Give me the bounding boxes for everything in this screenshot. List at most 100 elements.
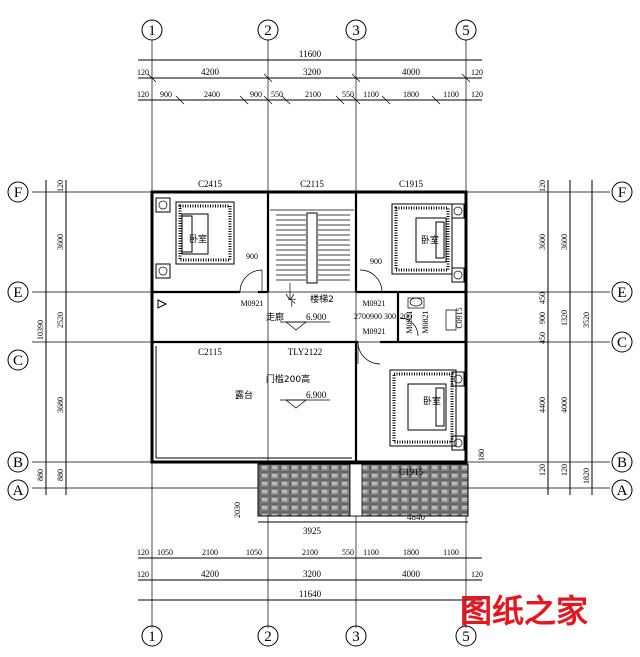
bottom-stone-area — [257, 463, 469, 517]
svg-text:4400: 4400 — [538, 397, 547, 413]
svg-text:550: 550 — [271, 90, 283, 99]
svg-text:1200: 1200 — [396, 312, 412, 321]
svg-text:3680: 3680 — [56, 397, 65, 413]
svg-text:走廊: 走廊 — [266, 311, 284, 323]
svg-text:E: E — [13, 285, 22, 301]
svg-text:450: 450 — [538, 332, 547, 344]
svg-text:3200: 3200 — [303, 569, 322, 579]
svg-text:6.900: 6.900 — [306, 312, 327, 322]
svg-text:5: 5 — [462, 629, 470, 645]
svg-text:卧室: 卧室 — [423, 395, 441, 407]
svg-text:B: B — [617, 455, 627, 471]
svg-text:C: C — [13, 353, 23, 369]
svg-text:120: 120 — [56, 180, 65, 192]
svg-text:M0921: M0921 — [405, 310, 414, 333]
svg-text:550: 550 — [342, 548, 354, 557]
axis-grid — [32, 40, 610, 628]
svg-text:900: 900 — [370, 257, 382, 266]
axis-bubble-top-5: 5 — [455, 19, 477, 41]
svg-text:2520: 2520 — [56, 312, 65, 328]
svg-text:120: 120 — [471, 570, 483, 579]
svg-text:11640: 11640 — [299, 589, 322, 599]
svg-text:880: 880 — [36, 469, 45, 481]
dim-right: 120 3600 450 900 450 4400 120 3600 1320 … — [538, 180, 593, 495]
svg-text:M0821: M0821 — [421, 310, 430, 333]
axis-bubble-right-F: F — [611, 181, 633, 203]
svg-text:4200: 4200 — [201, 569, 220, 579]
svg-text:2100: 2100 — [305, 90, 321, 99]
svg-text:2700: 2700 — [354, 312, 370, 321]
svg-text:B: B — [13, 455, 23, 471]
dim-top: 11600 120 4200 3200 4000 120 120 900 240… — [137, 49, 483, 105]
watermark-text: 图纸之家 — [460, 592, 588, 630]
svg-text:门槛200高: 门槛200高 — [266, 373, 310, 385]
axis-bubble-left-B: B — [7, 451, 29, 473]
svg-text:3200: 3200 — [303, 67, 322, 77]
svg-text:900: 900 — [246, 252, 258, 261]
svg-text:M0921: M0921 — [362, 327, 385, 336]
svg-text:F: F — [618, 185, 626, 201]
svg-text:A: A — [617, 483, 628, 499]
svg-text:卧室: 卧室 — [189, 233, 207, 245]
svg-text:M0921: M0921 — [362, 299, 385, 308]
svg-text:120: 120 — [471, 68, 483, 77]
svg-text:3520: 3520 — [582, 312, 591, 328]
walls — [150, 190, 468, 464]
svg-text:5: 5 — [462, 23, 470, 39]
svg-text:2100: 2100 — [202, 548, 218, 557]
svg-text:C2115: C2115 — [300, 179, 324, 189]
svg-text:180: 180 — [477, 449, 486, 461]
svg-text:C2115: C2115 — [198, 347, 222, 357]
drawing-labels: C2415 C2115 C1915 C2115 TLY2122 C1915 C0… — [198, 179, 464, 477]
axis-bubble-right-A: A — [611, 479, 633, 501]
svg-text:C2415: C2415 — [198, 179, 223, 189]
dim-bottom: 120 1050 2100 1050 2100 550 1100 1800 11… — [137, 449, 486, 601]
axis-bubble-left-A: A — [7, 479, 29, 501]
svg-text:3600: 3600 — [560, 234, 569, 250]
svg-text:1800: 1800 — [403, 90, 419, 99]
axis-bubble-bottom-1: 1 — [141, 625, 163, 647]
svg-text:C: C — [617, 335, 627, 351]
svg-text:TLY2122: TLY2122 — [288, 347, 323, 357]
svg-text:1100: 1100 — [443, 90, 459, 99]
svg-text:4840: 4840 — [407, 512, 426, 522]
axis-bubble-left-C: C — [7, 349, 29, 371]
svg-text:C0915: C0915 — [455, 307, 464, 328]
level-markers: 6.900 6.900 — [280, 312, 330, 409]
door-arcs — [239, 269, 419, 365]
axis-bubble-right-B: B — [611, 451, 633, 473]
svg-text:550: 550 — [342, 90, 354, 99]
bedroom-se: 卧室 — [389, 369, 465, 451]
svg-text:3925: 3925 — [303, 526, 322, 536]
bathroom-fixtures — [407, 297, 457, 331]
axis-bubble-left-E: E — [7, 281, 29, 303]
svg-text:3600: 3600 — [56, 234, 65, 250]
svg-text:4000: 4000 — [402, 569, 421, 579]
bedroom-ne: 卧室 — [391, 203, 465, 283]
svg-text:1100: 1100 — [363, 90, 379, 99]
svg-text:F: F — [14, 185, 22, 201]
svg-text:2: 2 — [264, 23, 272, 39]
svg-text:4000: 4000 — [402, 67, 421, 77]
axis-bubble-right-E: E — [611, 281, 633, 303]
axis-bubble-bottom-3: 3 — [345, 625, 367, 647]
dim-left: 10390 3600 2520 3680 880 120 880 — [36, 180, 67, 495]
svg-text:120: 120 — [137, 68, 149, 77]
svg-text:120: 120 — [137, 570, 149, 579]
svg-text:10390: 10390 — [36, 320, 45, 340]
svg-text:1320: 1320 — [560, 310, 569, 326]
svg-text:3: 3 — [352, 23, 360, 39]
svg-text:2100: 2100 — [302, 548, 318, 557]
svg-text:11600: 11600 — [299, 49, 322, 59]
axis-bubble-top-3: 3 — [345, 19, 367, 41]
svg-text:450: 450 — [538, 292, 547, 304]
svg-text:C1915: C1915 — [399, 467, 424, 477]
svg-text:900: 900 — [160, 90, 172, 99]
svg-text:2400: 2400 — [204, 90, 220, 99]
axis-bubble-right-C: C — [611, 331, 633, 353]
svg-text:900: 900 — [250, 90, 262, 99]
svg-text:M0921: M0921 — [240, 299, 263, 308]
svg-text:900: 900 — [370, 312, 382, 321]
